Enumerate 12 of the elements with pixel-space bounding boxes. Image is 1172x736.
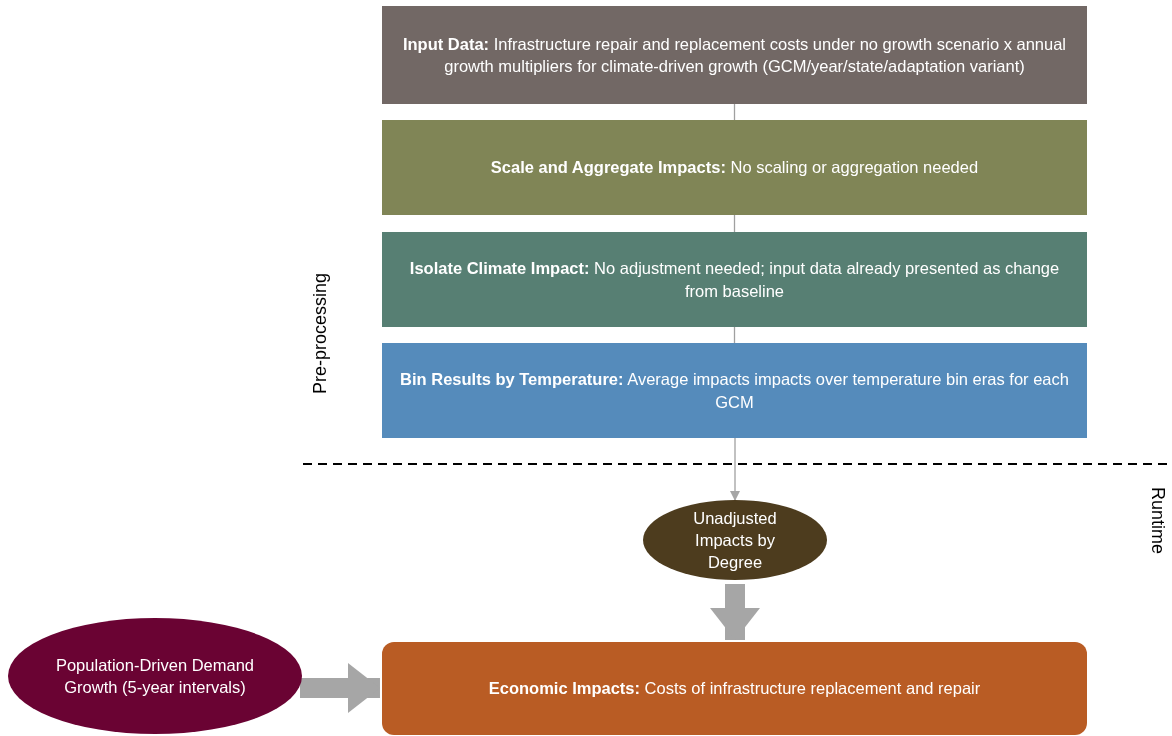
block-arrow — [300, 663, 380, 713]
arrow — [730, 437, 740, 501]
block-arrow — [710, 584, 760, 640]
section-label: Runtime — [1146, 486, 1168, 554]
process-box: Isolate Climate Impact: No adjustment needed; input data already presented as change from baseline — [382, 232, 1087, 327]
process-box: Bin Results by Temperature: Average impacts impacts over temperature bin eras for each GCM — [382, 343, 1087, 438]
rounded-box: Economic Impacts: Costs of infrastructure replacement and repair — [382, 642, 1087, 735]
ellipse-node: Population-Driven Demand Growth (5-year intervals) — [8, 618, 302, 734]
ellipse-node: Unadjusted Impacts by Degree — [643, 500, 827, 580]
section-label: Pre-processing — [309, 272, 331, 394]
process-box: Scale and Aggregate Impacts: No scaling or aggregation needed — [382, 120, 1087, 215]
process-box: Input Data: Infrastructure repair and replacement costs under no growth scenario x annual growth multipliers for climate-driven growth (GCM/year/state/adaptation variant) — [382, 6, 1087, 104]
